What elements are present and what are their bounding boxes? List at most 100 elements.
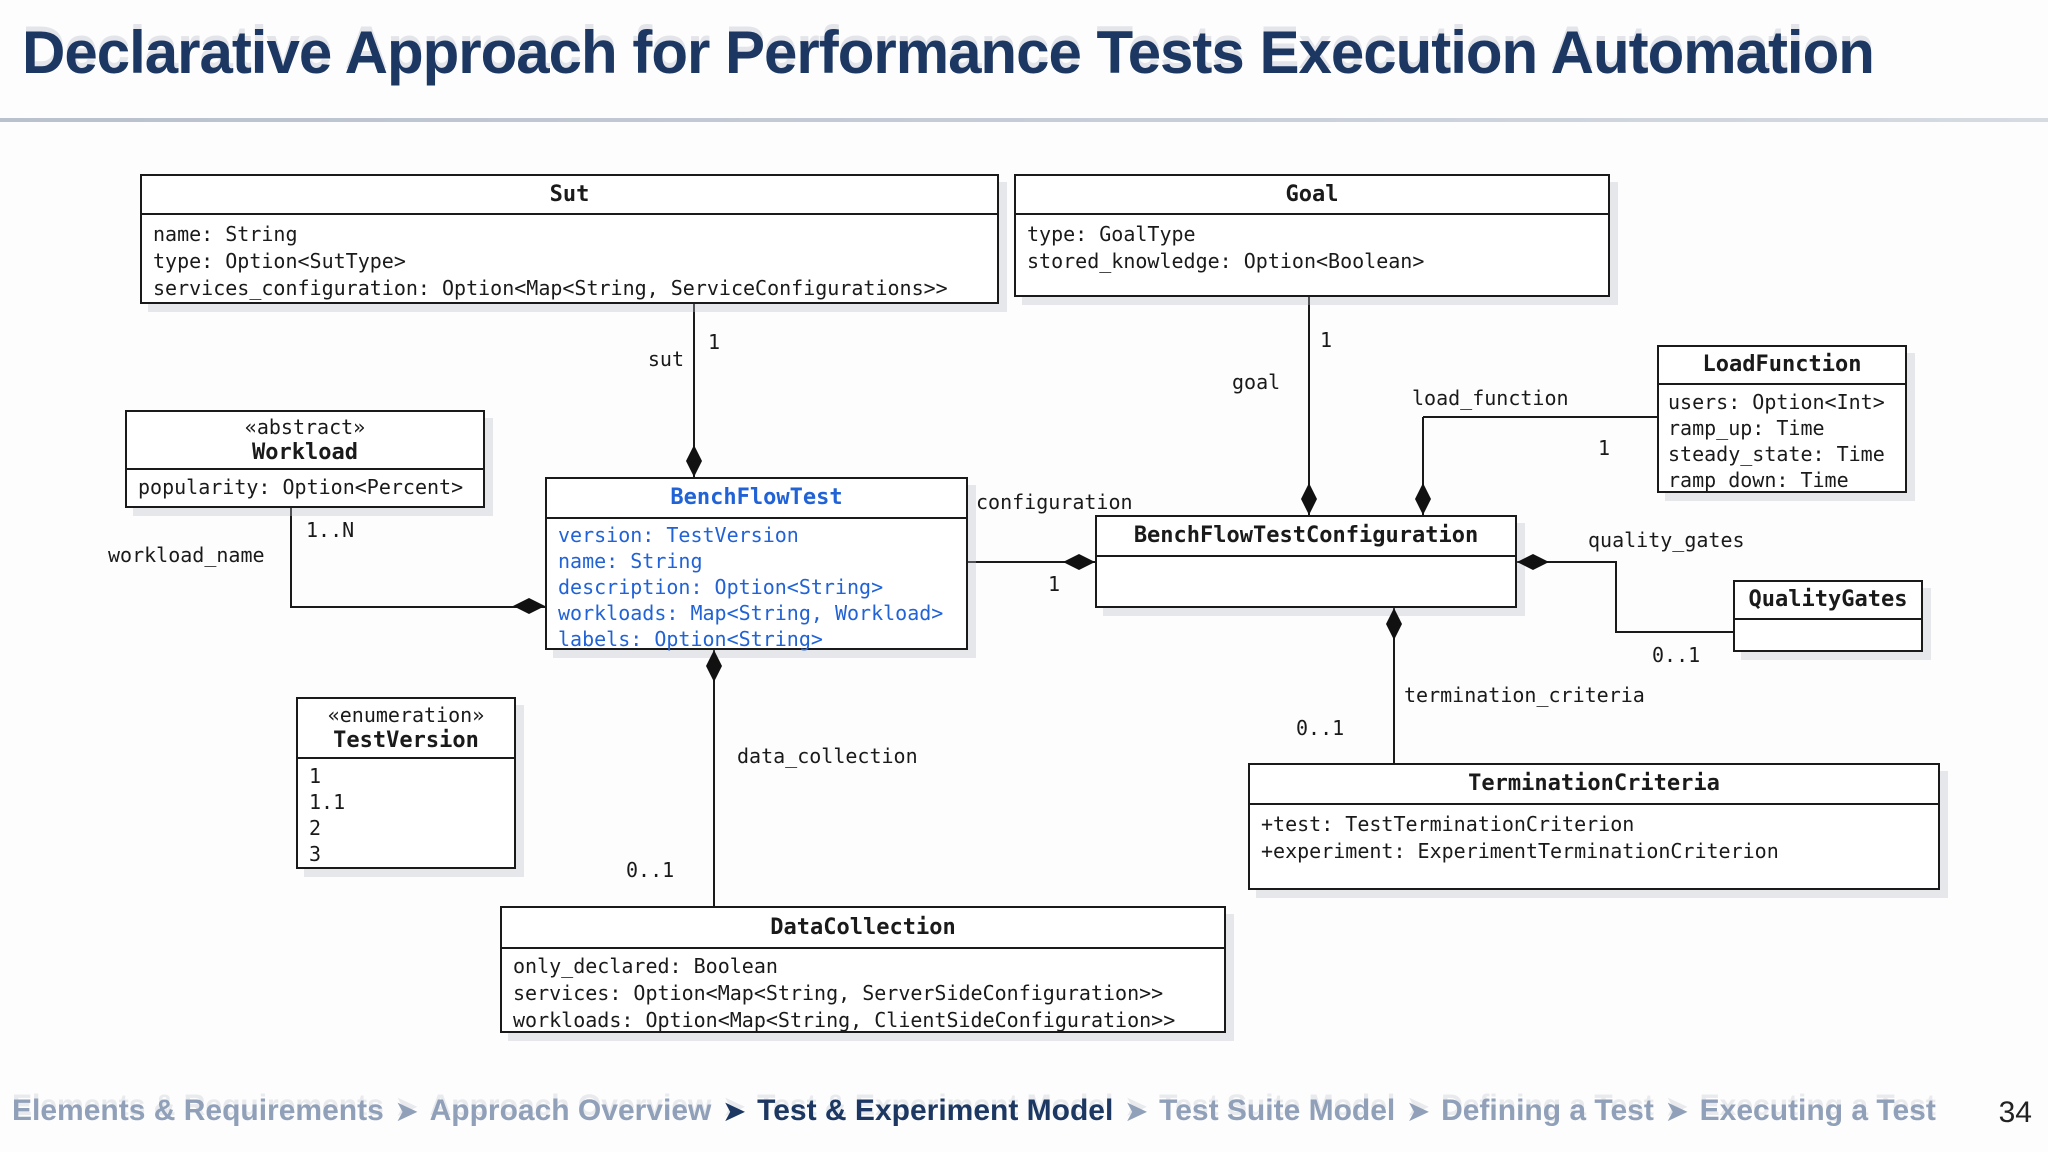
chevron-right-icon: ➤ [1125, 1096, 1148, 1126]
class-attribute: stored_knowledge: Option<Boolean> [1027, 249, 1425, 273]
class-attribute: services: Option<Map<String, ServerSideC… [513, 981, 1164, 1005]
multiplicity-workload-name: 1..N [306, 518, 355, 542]
multiplicity-goal: 1 [1320, 328, 1333, 352]
breadcrumb: Elements & Requirements ➤ Approach Overv… [12, 1094, 2036, 1128]
class-title-test-version: «enumeration» TestVersion [298, 699, 514, 759]
connector-quality-gates-h1 [1517, 561, 1617, 563]
class-attribute: +test: TestTerminationCriterion [1261, 812, 1635, 836]
composition-diamond-goal [1301, 483, 1317, 515]
class-title-quality-gates: QualityGates [1735, 582, 1921, 620]
composition-diamond-data-collection [706, 650, 722, 682]
class-name: Workload [252, 440, 358, 465]
title-divider [0, 118, 2048, 122]
connector-load-function-h [1423, 416, 1657, 418]
breadcrumb-item-defining-a-test[interactable]: Defining a Test [1441, 1094, 1654, 1127]
edge-label-data-collection: data_collection [737, 744, 918, 768]
class-stereotype: «abstract» [244, 415, 366, 439]
class-stereotype: «enumeration» [327, 703, 485, 727]
class-title-data-collection: DataCollection [502, 908, 1224, 949]
class-box-bench-flow-test: BenchFlowTest version: TestVersion name:… [545, 477, 968, 651]
enum-value: 3 [309, 842, 322, 866]
multiplicity-configuration: 1 [1048, 572, 1061, 596]
class-attribute: workloads: Map<String, Workload> [558, 601, 944, 625]
class-attributes-bench-flow-test: version: TestVersion name: String descri… [547, 519, 966, 655]
class-box-workload: «abstract» Workload popularity: Option<P… [125, 410, 485, 508]
chevron-right-icon: ➤ [723, 1096, 746, 1126]
class-attribute: +experiment: ExperimentTerminationCriter… [1261, 839, 1779, 863]
class-attributes-workload: popularity: Option<Percent> [127, 470, 483, 506]
enum-value: 1 [309, 764, 322, 788]
class-box-sut: Sut name: String type: Option<SutType> s… [140, 174, 999, 304]
multiplicity-sut: 1 [708, 330, 721, 354]
page-number: 34 [1998, 1096, 2032, 1129]
class-attribute: description: Option<String> [558, 575, 884, 599]
class-attribute: only_declared: Boolean [513, 954, 778, 978]
connector-sut [693, 304, 695, 477]
breadcrumb-item-test-experiment-model[interactable]: Test & Experiment Model [757, 1094, 1114, 1127]
edge-label-configuration: configuration [976, 490, 1133, 514]
class-title-bench-flow-test-configuration: BenchFlowTestConfiguration [1097, 517, 1515, 557]
composition-diamond-workload [513, 598, 545, 614]
class-attributes-goal: type: GoalType stored_knowledge: Option<… [1016, 215, 1608, 295]
class-name: TestVersion [333, 728, 479, 753]
class-attribute: name: String [558, 549, 703, 573]
edge-label-sut: sut [647, 347, 684, 371]
enum-value: 1.1 [309, 790, 346, 814]
connector-workload-v [290, 508, 292, 608]
breadcrumb-item-approach-overview[interactable]: Approach Overview [429, 1094, 712, 1127]
multiplicity-load-function: 1 [1598, 436, 1611, 460]
class-attribute: name: String [153, 222, 298, 246]
edge-label-termination-criteria: termination_criteria [1404, 683, 1645, 707]
edge-label-load-function: load_function [1412, 386, 1569, 410]
class-attributes-sut: name: String type: Option<SutType> servi… [142, 215, 997, 308]
class-title-load-function: LoadFunction [1659, 347, 1905, 385]
multiplicity-termination-criteria: 0..1 [1296, 716, 1345, 740]
class-attributes-test-version: 1 1.1 2 3 [298, 759, 514, 871]
class-attribute: labels: Option<String> [558, 627, 823, 651]
class-attribute: type: GoalType [1027, 222, 1196, 246]
chevron-right-icon: ➤ [395, 1096, 418, 1126]
multiplicity-data-collection: 0..1 [626, 858, 675, 882]
connector-data-collection [713, 650, 715, 906]
class-box-load-function: LoadFunction users: Option<Int> ramp_up:… [1657, 345, 1907, 493]
connector-quality-gates-h2 [1615, 631, 1733, 633]
composition-diamond-load-function [1415, 483, 1431, 515]
class-attribute: steady_state: Time [1668, 442, 1885, 466]
class-attributes-termination-criteria: +test: TestTerminationCriterion +experim… [1250, 805, 1938, 888]
class-body-empty [1735, 620, 1921, 650]
edge-label-goal: goal [1232, 370, 1281, 394]
breadcrumb-item-test-suite-model[interactable]: Test Suite Model [1159, 1094, 1396, 1127]
enum-value: 2 [309, 816, 322, 840]
composition-diamond-termination-criteria [1386, 608, 1402, 640]
class-box-data-collection: DataCollection only_declared: Boolean se… [500, 906, 1226, 1033]
composition-diamond-sut [686, 445, 702, 477]
composition-diamond-configuration [1063, 554, 1095, 570]
class-box-test-version: «enumeration» TestVersion 1 1.1 2 3 [296, 697, 516, 869]
class-title-goal: Goal [1016, 176, 1608, 215]
class-attribute: version: TestVersion [558, 523, 799, 547]
breadcrumb-item-elements-requirements[interactable]: Elements & Requirements [12, 1094, 384, 1127]
chevron-right-icon: ➤ [1407, 1096, 1430, 1126]
edge-label-quality-gates: quality_gates [1588, 528, 1745, 552]
connector-workload-h [290, 606, 545, 608]
class-title-termination-criteria: TerminationCriteria [1250, 765, 1938, 805]
class-attribute: ramp_up: Time [1668, 416, 1825, 440]
class-attribute: ramp_down: Time [1668, 468, 1849, 492]
class-attributes-load-function: users: Option<Int> ramp_up: Time steady_… [1659, 385, 1905, 497]
breadcrumb-item-executing-a-test[interactable]: Executing a Test [1699, 1094, 1936, 1127]
chevron-right-icon: ➤ [1665, 1096, 1688, 1126]
class-box-termination-criteria: TerminationCriteria +test: TestTerminati… [1248, 763, 1940, 890]
class-box-quality-gates: QualityGates [1733, 580, 1923, 652]
page-title: Declarative Approach for Performance Tes… [22, 19, 1875, 86]
connector-quality-gates-v [1615, 561, 1617, 633]
connector-load-function-v [1422, 417, 1424, 515]
class-box-goal: Goal type: GoalType stored_knowledge: Op… [1014, 174, 1610, 297]
composition-diamond-quality-gates [1517, 554, 1549, 570]
connector-goal [1308, 297, 1310, 515]
class-title-sut: Sut [142, 176, 997, 215]
class-body-empty [1097, 557, 1515, 606]
connector-termination-criteria [1393, 608, 1395, 763]
class-attribute: type: Option<SutType> [153, 249, 406, 273]
connector-configuration [968, 561, 1095, 563]
class-attribute: popularity: Option<Percent> [138, 475, 464, 499]
